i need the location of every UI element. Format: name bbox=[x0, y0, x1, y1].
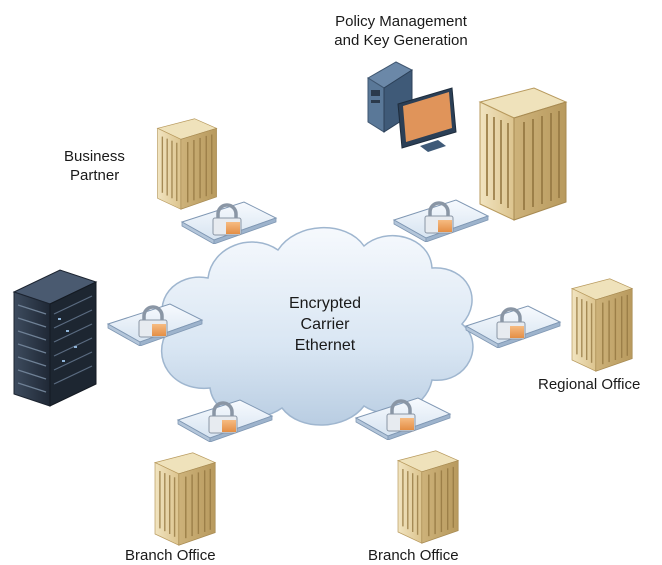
business-label-line2: Partner bbox=[70, 167, 120, 184]
cloud-label-line3: Ethernet bbox=[294, 337, 356, 354]
office-building-icon bbox=[154, 451, 217, 547]
regional-office-label: Regional Office bbox=[538, 376, 641, 393]
branch-office-right-label: Branch Office bbox=[368, 547, 459, 564]
branch-office-left-label: Branch Office bbox=[125, 547, 216, 564]
office-building-icon bbox=[397, 449, 460, 545]
policy-management-label: Policy Management and Key Generation bbox=[306, 12, 496, 50]
server-rack-icon bbox=[12, 269, 98, 407]
office-building-icon bbox=[156, 117, 218, 211]
encryptor-lock-icon bbox=[392, 198, 490, 242]
business-partner-label: Business Partner bbox=[64, 147, 125, 185]
encryptor-lock-icon bbox=[464, 304, 562, 348]
business-label-line1: Business bbox=[64, 148, 125, 165]
cloud-label: Encrypted Carrier Ethernet bbox=[262, 293, 388, 356]
policy-label-line1: Policy Management bbox=[335, 13, 467, 30]
office-building-icon bbox=[571, 277, 634, 373]
cloud-label-line1: Encrypted bbox=[288, 295, 362, 312]
cloud-label-line2: Carrier bbox=[300, 316, 350, 333]
workstation-icon bbox=[367, 61, 457, 152]
encryptor-lock-icon bbox=[180, 200, 278, 244]
policy-label-line2: and Key Generation bbox=[334, 32, 468, 49]
office-building-icon bbox=[478, 86, 568, 222]
